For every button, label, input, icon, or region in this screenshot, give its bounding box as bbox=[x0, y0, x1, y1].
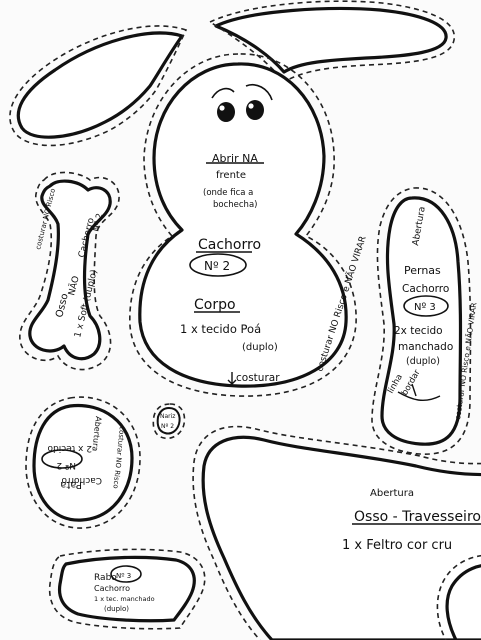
tail-cutline bbox=[48, 548, 206, 630]
right-eye bbox=[246, 100, 264, 120]
nose-outline bbox=[156, 407, 181, 435]
piece-quantity: 1 x tecido Poá bbox=[180, 322, 261, 336]
tail-tag: Cachorro bbox=[94, 584, 130, 593]
tail-number-circle bbox=[110, 565, 142, 583]
leg-tag: Cachorro bbox=[402, 283, 449, 295]
pillow-outline bbox=[201, 435, 481, 640]
piece-number: Nº 2 bbox=[204, 259, 230, 273]
leg-cutline bbox=[371, 187, 472, 455]
paw-cutline bbox=[25, 396, 141, 529]
paw-number-circle bbox=[41, 449, 83, 469]
leg-fabric: manchado bbox=[398, 341, 453, 353]
pillow-cutline bbox=[192, 425, 481, 640]
tail-name: Rabo bbox=[94, 573, 117, 583]
leg-number-circle bbox=[403, 295, 449, 317]
tail-number: Nº 3 bbox=[116, 572, 131, 580]
bone-piece: Osso NÃO Cachorro Nº 2 1 x Soft (duplo) … bbox=[19, 171, 120, 371]
leg-double: (duplo) bbox=[406, 356, 440, 367]
paw-tag: Cachorro bbox=[61, 475, 102, 485]
paw-quantity: 2 x tecido bbox=[47, 443, 92, 453]
pillow-name: Osso - Travesseiro bbox=[354, 509, 481, 525]
tail-quantity: 1 x tec. manchado bbox=[94, 595, 155, 603]
leg-embroidery-line bbox=[397, 391, 441, 402]
bone-negation: NÃO bbox=[66, 275, 81, 297]
paw-outline bbox=[32, 403, 134, 522]
head-cutline bbox=[129, 53, 357, 397]
pillow-opening: Abertura bbox=[370, 488, 414, 499]
right-eye-glint bbox=[248, 103, 254, 109]
number-circle bbox=[189, 253, 247, 277]
piece-double: (duplo) bbox=[242, 342, 278, 353]
leg-quantity: 2x tecido bbox=[394, 325, 443, 337]
leg-piece: Abertura Pernas Cachorro Nº 3 2x tecido … bbox=[371, 187, 478, 455]
nose-cutline bbox=[152, 403, 186, 440]
tail-double: (duplo) bbox=[104, 605, 129, 613]
ear-left-outline bbox=[16, 31, 184, 139]
leg-number: Nº 3 bbox=[414, 302, 436, 313]
dog-head-piece: Abrir NA frente (onde fica a bochecha) C… bbox=[129, 53, 369, 397]
opening-detail-3: bochecha) bbox=[213, 200, 257, 210]
sew-arrow-head bbox=[227, 372, 237, 385]
opening-label: Abrir NA bbox=[212, 152, 258, 165]
bone-number: Nº 2 bbox=[91, 212, 105, 232]
piece-part: Corpo bbox=[194, 297, 236, 313]
head-outline bbox=[138, 62, 348, 388]
tail-piece: Rabo Cachorro Nº 3 1 x tec. manchado (du… bbox=[48, 548, 206, 630]
paw-name: Pata bbox=[60, 479, 82, 490]
ear-left-cutline bbox=[9, 25, 188, 147]
piece-name: Cachorro bbox=[198, 237, 261, 253]
leg-name: Pernas bbox=[404, 264, 441, 277]
left-eye-glint bbox=[219, 105, 225, 111]
paw-opening: Abertura bbox=[90, 416, 103, 452]
ear-right-outline bbox=[214, 6, 448, 74]
paw-piece: Pata Cachorro Nº 2 2 x tecido Abertura c… bbox=[25, 396, 141, 529]
bone-pillow-piece: Abertura Osso - Travesseiro 1 x Feltro c… bbox=[192, 425, 481, 640]
nose-number: Nº 2 bbox=[161, 423, 174, 430]
opening-detail-2: (onde fica a bbox=[203, 188, 253, 198]
opening-detail-1: frente bbox=[216, 170, 246, 181]
pillow-lower-cutline bbox=[436, 555, 481, 640]
left-eye bbox=[217, 102, 235, 122]
sew-arrow-leg bbox=[411, 383, 417, 397]
tail-outline bbox=[57, 555, 196, 623]
right-eyebrow bbox=[245, 84, 273, 101]
left-eyebrow bbox=[211, 87, 235, 99]
bone-outline bbox=[28, 179, 112, 361]
ear-left bbox=[9, 25, 188, 147]
leg-outline bbox=[380, 196, 463, 446]
pillow-material: 1 x Feltro cor cru bbox=[342, 538, 452, 553]
nose-name: Nariz bbox=[160, 413, 175, 420]
sew-note: costurar bbox=[236, 372, 280, 384]
paw-number: Nº 2 bbox=[56, 460, 76, 470]
nose-piece: Nariz Nº 2 bbox=[152, 403, 186, 440]
